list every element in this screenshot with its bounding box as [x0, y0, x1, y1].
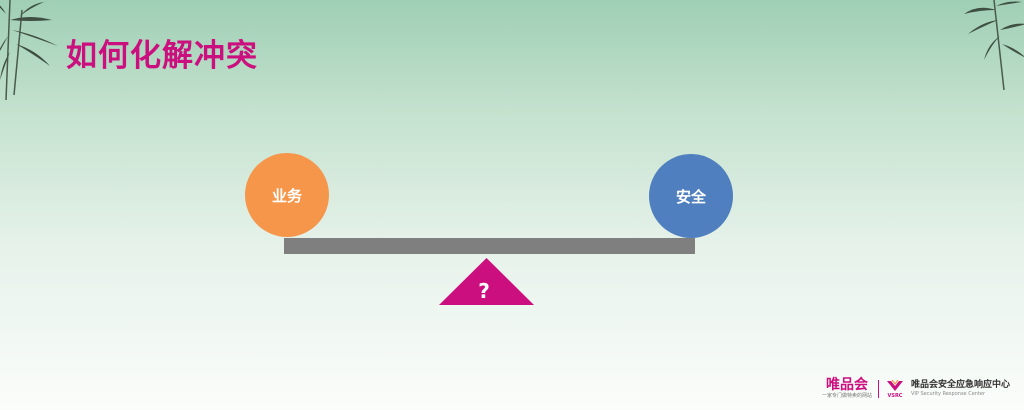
security-weight-circle: 安全	[649, 154, 733, 238]
brand-name: 唯品会	[825, 377, 868, 393]
vsrc-tag: VSRC	[887, 393, 903, 399]
bamboo-right-icon	[964, 0, 1024, 90]
fulcrum-triangle	[439, 258, 534, 305]
footer-logos: 唯品会 一家专门做特卖的网站 VSRC 唯品会安全应急响应中心 VIP Secu…	[822, 376, 1010, 402]
business-weight-circle: 业务	[245, 153, 329, 237]
bamboo-left-icon	[0, 0, 58, 100]
vip-brand-logo: 唯品会 一家专门做特卖的网站	[822, 378, 872, 400]
slide-title: 如何化解冲突	[66, 38, 258, 74]
business-label: 业务	[271, 186, 302, 205]
security-label: 安全	[675, 187, 706, 206]
brand-slogan: 一家专门做特卖的网站	[821, 393, 872, 399]
balance-beam	[284, 238, 695, 254]
center-name-en: VIP Security Response Center	[910, 391, 986, 397]
security-center-name: 唯品会安全应急响应中心 VIP Security Response Center	[911, 380, 1010, 398]
vsrc-logo: VSRC	[885, 379, 905, 399]
question-mark: ?	[478, 279, 490, 303]
vsrc-heart-icon	[886, 379, 903, 391]
center-name-cn: 唯品会安全应急响应中心	[910, 380, 1010, 390]
footer-divider	[877, 380, 879, 398]
